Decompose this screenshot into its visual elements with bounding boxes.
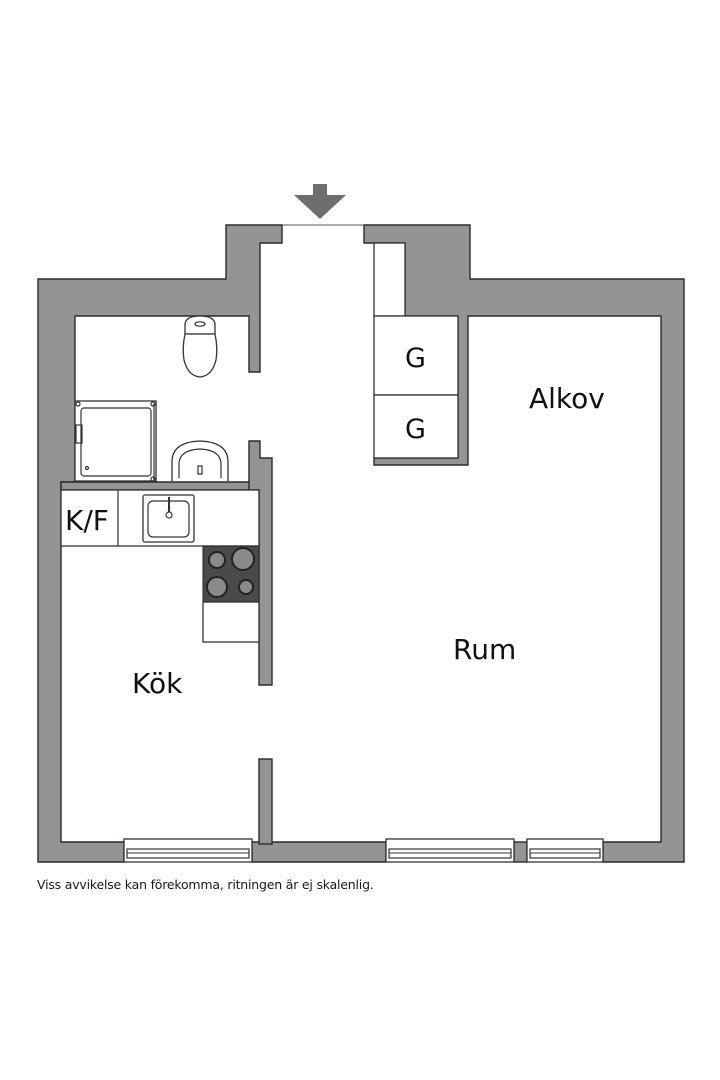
toilet-icon: [182, 315, 218, 378]
closet-g-1: [373, 315, 459, 396]
kitchen-counter: [60, 489, 260, 643]
kitchen-sink-icon: [142, 494, 195, 543]
window-icon: [123, 838, 253, 863]
stove-icon: [202, 545, 260, 603]
washbasin-icon: [171, 440, 229, 481]
room-label-g2: G: [405, 414, 426, 445]
window-icon: [526, 838, 604, 863]
room-label-kok: Kök: [132, 667, 183, 700]
closets: [373, 242, 459, 459]
shower-icon: [74, 400, 157, 482]
room-label-kf: K/F: [65, 504, 109, 537]
disclaimer-text: Viss avvikelse kan förekomma, ritningen …: [37, 877, 374, 892]
closet-g-2: [373, 394, 459, 459]
room-label-rum: Rum: [453, 633, 516, 666]
room-label-alkov: Alkov: [529, 382, 605, 415]
room-label-g1: G: [405, 343, 426, 374]
windows: [123, 838, 604, 863]
window-icon: [385, 838, 515, 863]
arrow-down-icon: [294, 184, 346, 219]
